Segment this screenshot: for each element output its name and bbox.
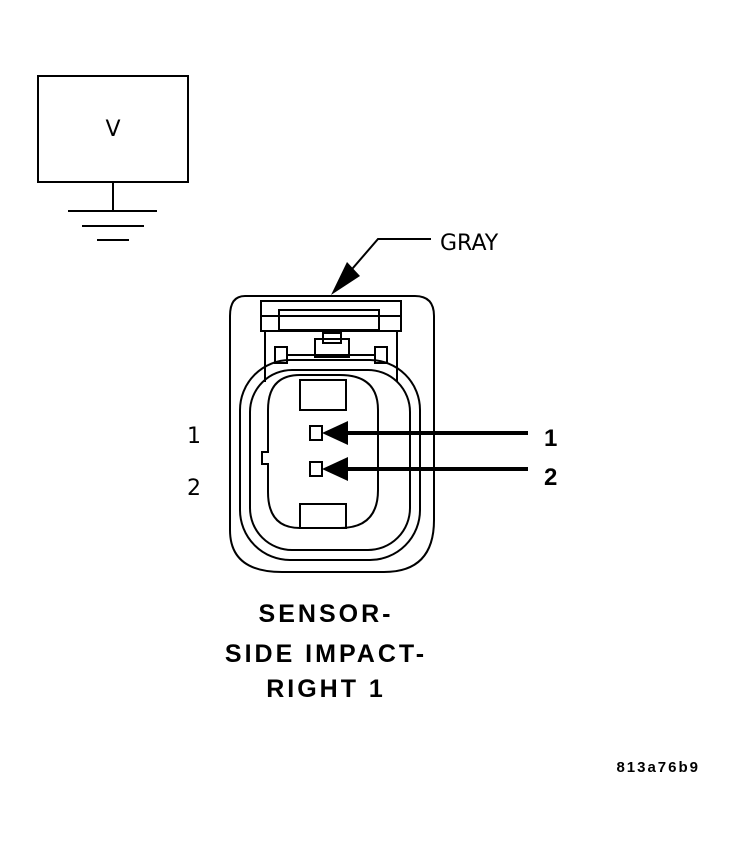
voltmeter-label: V [105, 117, 120, 142]
pin-1-callout-label: 1 [544, 425, 557, 452]
connector-body [229, 295, 435, 573]
pin-2-cavity [309, 461, 323, 477]
wire-color-callout: GRAY [331, 231, 499, 295]
pin-1-arrow [322, 421, 528, 445]
figure-id: 813a76b9 [616, 759, 700, 776]
pin-2-side-label: 2 [187, 476, 201, 501]
ground-icon [68, 182, 157, 241]
pin-2-callout-label: 2 [544, 464, 557, 491]
wire-color-label: GRAY [440, 231, 499, 256]
title-line-1: SENSOR- [259, 600, 394, 628]
title-line-2: SIDE IMPACT- [225, 640, 427, 668]
pin-1-cavity [309, 425, 323, 441]
pin-2-arrow [322, 457, 528, 481]
voltmeter-symbol: V [37, 75, 189, 183]
title-line-3: RIGHT 1 [266, 675, 386, 703]
connector-title: SENSOR- SIDE IMPACT- RIGHT 1 [225, 600, 427, 703]
pin-1-side-label: 1 [187, 424, 201, 449]
